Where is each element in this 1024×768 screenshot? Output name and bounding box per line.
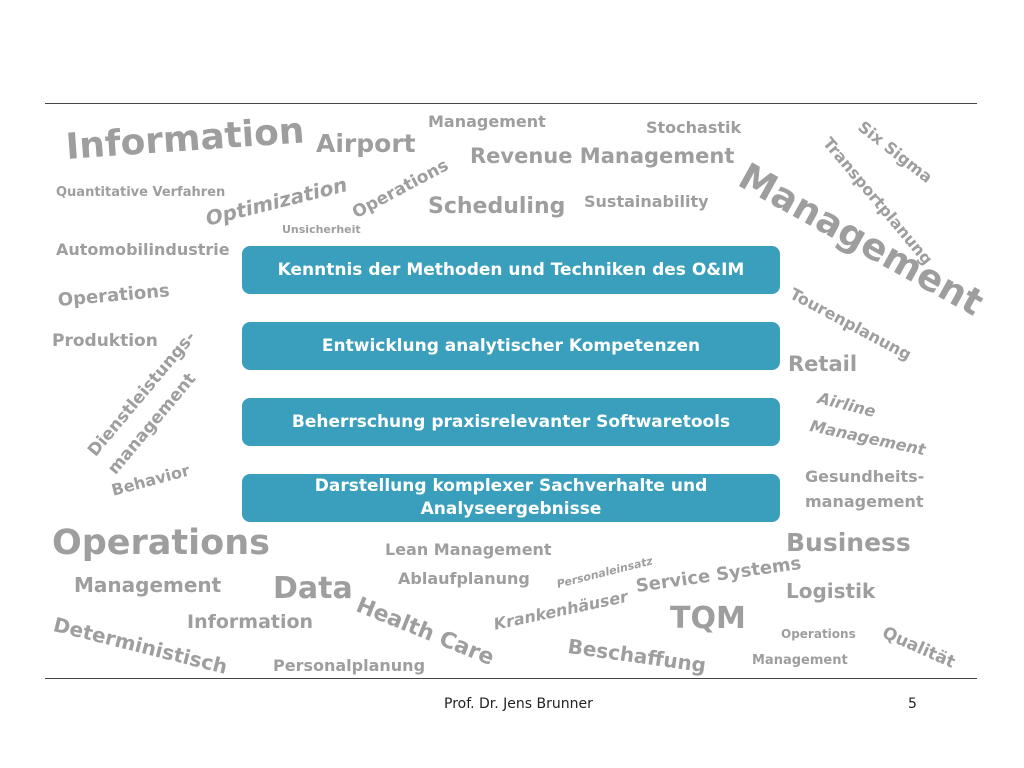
word-scheduling: Scheduling <box>428 194 566 219</box>
footer-author: Prof. Dr. Jens Brunner <box>444 696 593 712</box>
word-airline: Airline <box>815 388 878 421</box>
word-qualitaet: Qualität <box>879 622 958 673</box>
box-beherrschung: Beherrschung praxisrelevanter Softwareto… <box>242 398 780 446</box>
word-business: Business <box>786 528 911 557</box>
box-darstellung: Darstellung komplexer Sachverhalte und A… <box>242 474 780 522</box>
word-logistik: Logistik <box>786 579 876 603</box>
word-data: Data <box>273 571 353 606</box>
word-operations-big: Operations <box>52 523 270 563</box>
word-unsicherheit: Unsicherheit <box>282 223 361 236</box>
word-management-airline: Management <box>808 416 928 460</box>
word-stochastik: Stochastik <box>646 118 742 137</box>
word-operations-small: Operations <box>781 627 856 641</box>
box-kenntnis: Kenntnis der Methoden und Techniken des … <box>242 246 780 294</box>
word-sustainability: Sustainability <box>584 192 709 211</box>
word-optimization: Optimization <box>203 172 350 231</box>
word-lean-management: Lean Management <box>385 540 552 559</box>
word-service-systems: Service Systems <box>634 552 803 597</box>
word-management-top: Management <box>428 112 546 131</box>
word-management-gesundheit: management <box>805 492 924 511</box>
page-number: 5 <box>908 696 917 712</box>
word-produktion: Produktion <box>52 331 158 351</box>
word-tqm: TQM <box>670 601 746 636</box>
word-revenue-management: Revenue Management <box>470 144 735 168</box>
top-rule <box>45 103 977 104</box>
word-operations-left: Operations <box>57 280 171 311</box>
box-entwicklung: Entwicklung analytischer Kompetenzen <box>242 322 780 370</box>
word-gesundheits: Gesundheits- <box>805 467 925 486</box>
word-information-small: Information <box>187 611 314 633</box>
word-quantitative-verfahren: Quantitative Verfahren <box>56 185 226 200</box>
word-information-big: Information <box>64 110 306 168</box>
word-retail: Retail <box>788 352 858 376</box>
word-management-left: Management <box>74 573 222 597</box>
word-krankenhaeuser: Krankenhäuser <box>491 586 630 634</box>
bottom-rule <box>45 678 977 679</box>
word-airport: Airport <box>316 129 416 158</box>
word-ablaufplanung: Ablaufplanung <box>398 569 530 588</box>
word-management-small: Management <box>752 653 848 668</box>
word-automobilindustrie: Automobilindustrie <box>56 240 230 259</box>
word-beschaffung: Beschaffung <box>566 634 708 678</box>
word-personalplanung: Personalplanung <box>273 656 426 675</box>
